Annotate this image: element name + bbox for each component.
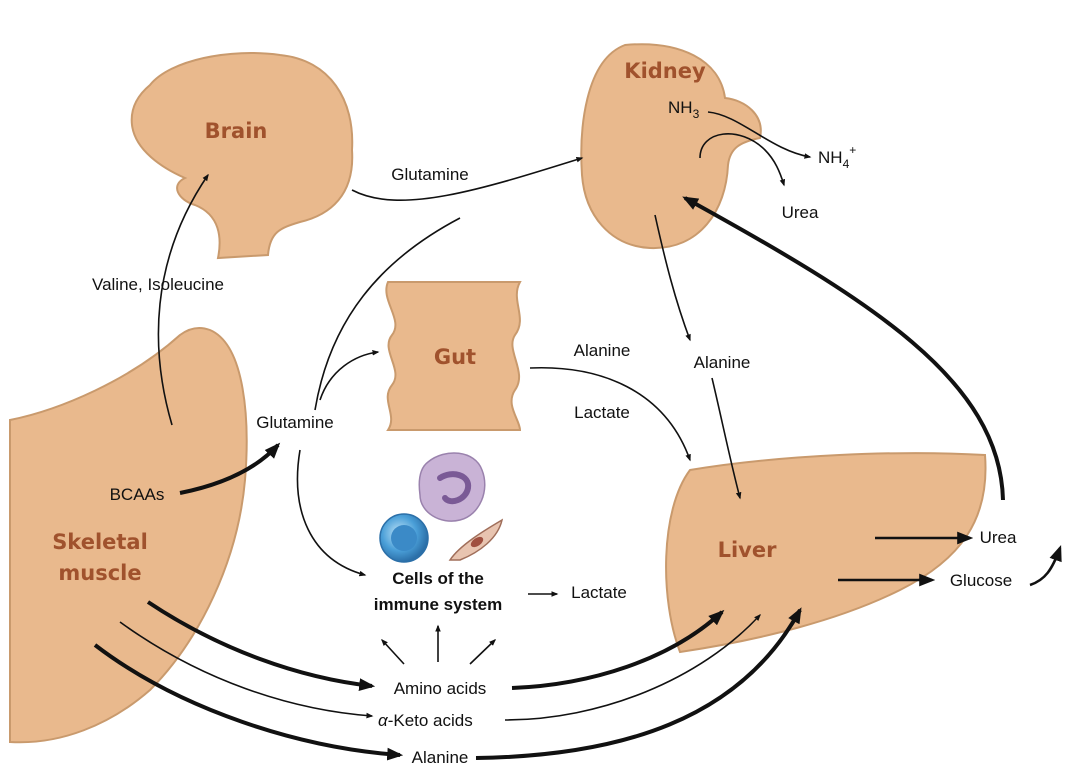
arrows [93,111,1062,761]
arrow-alanine-to-liver-bottom [475,607,802,760]
skeletal-muscle-label-1: Skeletal [52,530,148,554]
neutrophil-cell [418,452,486,522]
label-lactate-gut: Lactate [574,403,630,422]
skeletal-muscle-organ: Skeletal muscle [9,326,248,744]
arrow-muscle-to-keto [119,621,374,719]
kidney-label: Kidney [624,59,706,83]
label-urea-liver: Urea [980,528,1017,547]
arrow-glutamine-up-curve [314,217,461,411]
immune-label-1: Cells of the [392,569,484,588]
immune-label-2: immune system [374,595,503,614]
gut-organ: Gut [385,281,522,431]
brain-organ: Brain [130,52,354,260]
label-nh4: NH4+ [818,143,856,171]
label-glucose: Glucose [950,571,1012,590]
arrow-glutamine-to-immune [296,449,367,577]
label-glutamine-top: Glutamine [391,165,468,184]
label-lactate-immune: Lactate [571,583,627,602]
arrow-bcaas-to-glutamine [179,442,281,495]
label-alanine-kidney: Alanine [694,353,751,372]
nh4-base: NH [818,148,843,167]
arrow-gut-to-liver [529,366,691,462]
fibroblast-nucleus [470,536,484,548]
kidney-organ: Kidney [580,43,762,250]
immune-cells-illustration [379,452,504,563]
alpha-symbol: α [378,711,389,730]
label-glutamine-mid: Glutamine [256,413,333,432]
arrow-muscle-to-alanine [93,643,404,761]
arrow-muscle-to-amino [146,600,376,691]
arrow-amino-to-immune-right [469,639,497,665]
arrow-muscle-to-brain [157,173,209,426]
arrow-glucose-out [1029,544,1062,587]
keto-acids-text: -Keto acids [388,711,473,730]
label-nh3: NH3 [668,98,700,121]
arrow-alanine-to-liver [711,377,742,500]
arrow-nh3-to-urea [699,133,786,187]
label-bcaas: BCAAs [110,485,165,504]
arrow-keto-to-liver [504,613,761,721]
label-valine-isoleucine: Valine, Isoleucine [92,275,224,294]
gut-label: Gut [434,345,476,369]
arrow-amino-to-liver [511,609,725,690]
arrow-glutamine-to-kidney [351,157,584,201]
brain-label: Brain [205,119,268,143]
arrow-glutamine-to-gut [319,349,380,401]
label-alanine-bottom: Alanine [412,748,469,767]
label-keto-acids: α-Keto acids [378,711,473,730]
skeletal-muscle-label-2: muscle [58,561,141,585]
liver-label: Liver [718,538,778,562]
label-amino-acids: Amino acids [394,679,487,698]
nh3-base: NH [668,98,693,117]
label-alanine-gut: Alanine [574,341,631,360]
liver-organ: Liver [665,452,987,654]
nh3-subscript: 3 [693,107,700,121]
lymphocyte-nucleus [391,525,417,551]
label-urea-kidney: Urea [782,203,819,222]
arrow-liver-to-kidney [682,196,1005,501]
arrow-nh3-to-nh4 [707,111,812,159]
arrow-amino-to-immune-left [381,638,405,665]
nh4-superscript: + [849,143,856,157]
neutrophil-nucleus [437,471,472,505]
nh4-subscript: 4 [843,157,850,171]
arrow-kidney-to-alanine [654,214,691,342]
